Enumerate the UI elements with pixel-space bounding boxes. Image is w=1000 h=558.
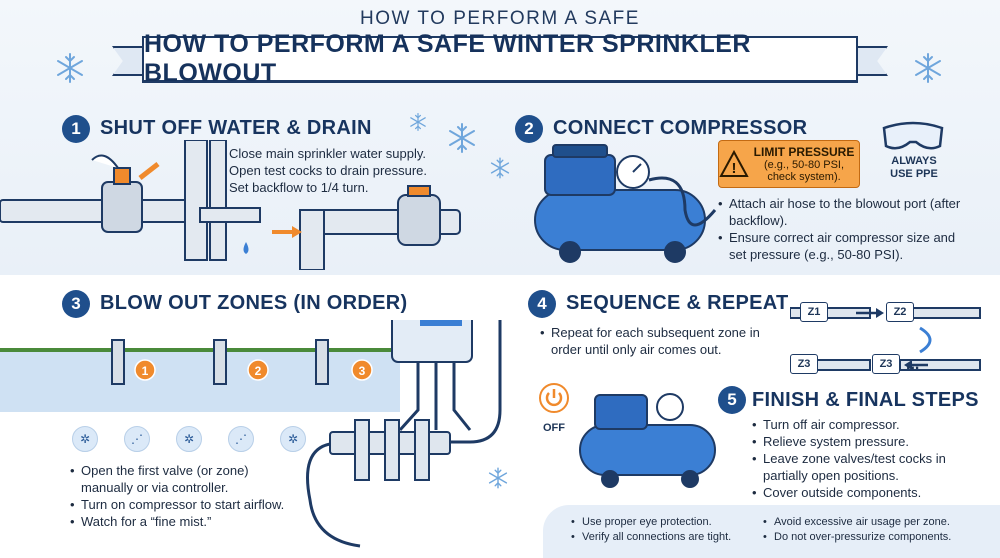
step-3-bullets: Open the first valve (or zone) manually … [70, 462, 290, 530]
step-5-bullets: Turn off air compressor. Relieve system … [752, 416, 972, 501]
ppe-line1: ALWAYS [891, 155, 937, 167]
ppe-label: ALWAYS USE PPE [884, 155, 944, 181]
step-2-bullets: Attach air hose to the blowout port (aft… [718, 195, 968, 263]
ppe-line2: USE PPE [890, 168, 938, 180]
warning-triangle-icon: ! [719, 144, 749, 184]
step-3-number: 3 [62, 290, 90, 318]
power-icon [539, 383, 569, 413]
warning-detail: (e.g., 50-80 PSI, check system). [763, 158, 845, 183]
tip-item: Avoid excessive air usage per zone. [763, 515, 993, 530]
arrow-right-icon [450, 320, 502, 444]
step-3-zones-illustration: 1 2 3 [0, 320, 502, 548]
step-2-bullet: Ensure correct air compressor size and s… [718, 229, 968, 263]
water-drop-icon [243, 242, 249, 254]
goggles-icon [882, 121, 944, 150]
hand-icon [91, 154, 119, 169]
tips-left: Use proper eye protection. Verify all co… [571, 515, 761, 545]
snowflake-icon [410, 112, 426, 131]
tip-item: Do not over-pressurize components. [763, 530, 993, 545]
step-1-pipe-illustration [0, 140, 461, 270]
pre-title: HOW TO PERFORM A SAFE [360, 8, 640, 29]
step-4-bullet: Repeat for each subsequent zone in order… [540, 324, 780, 358]
step-5-number: 5 [718, 386, 746, 414]
step-4-title: SEQUENCE & REPEAT [566, 292, 789, 314]
air-compressor-illustration [579, 393, 716, 488]
sprinkler-icon: ✲ [280, 426, 306, 452]
snowflake-icon [57, 53, 83, 83]
svg-text:!: ! [732, 160, 737, 177]
warning-title: LIMIT PRESSURE [753, 144, 855, 159]
controller-icon [391, 320, 473, 363]
safety-tips-panel: Use proper eye protection. Verify all co… [543, 505, 1000, 558]
sprinkler-icon: ✲ [72, 426, 98, 452]
tip-item: Use proper eye protection. [571, 515, 761, 530]
zone-marker-1: 1 [142, 364, 149, 378]
zone-box-z1: Z1 [800, 302, 828, 322]
title-banner: HOW TO PERFORM A SAFE WINTER SPRINKLER B… [142, 30, 858, 87]
step-2-number: 2 [515, 115, 543, 143]
snowflake-icon [915, 53, 941, 83]
tips-right: Avoid excessive air usage per zone. Do n… [763, 515, 993, 545]
step-5-title: FINISH & FINAL STEPS [752, 389, 979, 411]
step-5-bullet: Leave zone valves/test cocks in partiall… [752, 450, 972, 484]
step-1-bullets: Close main sprinkler water supply. Open … [218, 145, 458, 196]
step-3-bullet: Watch for a “fine mist.” [70, 513, 290, 530]
step-2-title: CONNECT COMPRESSOR [553, 117, 808, 139]
pressure-warning-badge: ! LIMIT PRESSURE (e.g., 50-80 PSI, check… [718, 140, 860, 188]
zone-box-z2: Z2 [886, 302, 914, 322]
sequence-ellipsis: ... [906, 356, 920, 373]
step-1-number: 1 [62, 115, 90, 143]
step-3-bullet: Turn on compressor to start airflow. [70, 496, 290, 513]
step-1-title: SHUT OFF WATER & DRAIN [100, 117, 372, 139]
zone-sequence-diagram: Z1 Z2 Z3 Z3 ... [790, 280, 990, 380]
step-4-bullets: Repeat for each subsequent zone in order… [540, 324, 780, 358]
step-4-number: 4 [528, 290, 556, 318]
step-5-bullet: Turn off air compressor. [752, 416, 972, 433]
zone-marker-3: 3 [359, 364, 366, 378]
step-2-bullet: Attach air hose to the blowout port (aft… [718, 195, 968, 229]
step-3-bullet: Open the first valve (or zone) manually … [70, 462, 290, 496]
tip-item: Verify all connections are tight. [571, 530, 761, 545]
zone-icon-row: ✲ ⋰ ✲ ⋰ ✲ [72, 426, 306, 452]
air-compressor-illustration [534, 144, 717, 263]
page-title: HOW TO PERFORM A SAFE WINTER SPRINKLER B… [144, 30, 751, 87]
snowflake-icon [490, 157, 510, 179]
sprinkler-icon: ⋰ [124, 426, 150, 452]
power-off-label: OFF [543, 422, 565, 434]
step-5-bullet: Relieve system pressure. [752, 433, 972, 450]
step-5-bullet: Cover outside components. [752, 484, 972, 501]
step-3-title: BLOW OUT ZONES (IN ORDER) [100, 292, 408, 314]
sprinkler-icon: ✲ [176, 426, 202, 452]
zone-box-z3: Z3 [790, 354, 818, 374]
zone-box-z3-next: Z3 [872, 354, 900, 374]
zone-marker-2: 2 [255, 364, 262, 378]
arrow-icon [138, 162, 160, 180]
sprinkler-icon: ⋰ [228, 426, 254, 452]
